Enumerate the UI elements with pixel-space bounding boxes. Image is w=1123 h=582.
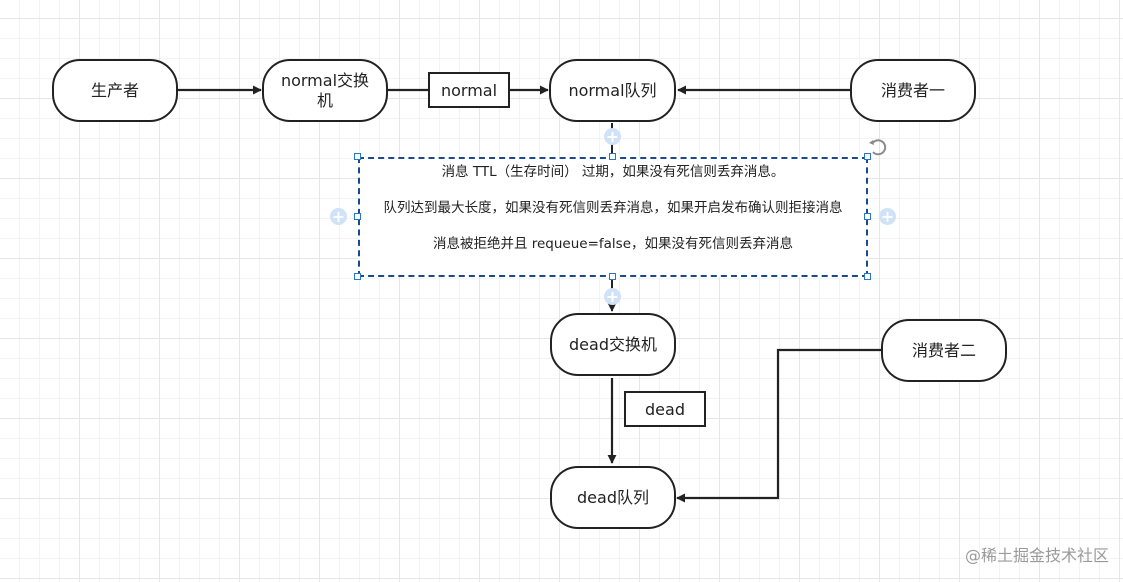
routing-key-normal[interactable]: normal — [428, 72, 510, 108]
node-consumer-one-label: 消费者一 — [880, 80, 945, 100]
node-dead-exchange-label: dead交换机 — [569, 334, 657, 354]
connect-plus-top-icon[interactable]: + — [604, 127, 621, 146]
node-normal-exchange-label: normal交换机 — [280, 70, 370, 110]
resize-handle-top-center[interactable] — [609, 153, 616, 160]
connect-plus-right-icon[interactable]: + — [879, 207, 896, 226]
note-line-max-length: 队列达到最大长度，如果没有死信则丢弃消息，如果开启发布确认则拒接消息 — [383, 200, 843, 216]
node-producer[interactable]: 生产者 — [52, 59, 178, 122]
watermark: @稀土掘金技术社区 — [964, 546, 1109, 565]
node-producer-label: 生产者 — [90, 80, 139, 100]
resize-handle-middle-left[interactable] — [354, 213, 361, 220]
resize-handle-middle-right[interactable] — [864, 213, 871, 220]
routing-key-dead[interactable]: dead — [624, 391, 706, 427]
connect-plus-bottom-icon[interactable]: + — [604, 287, 621, 306]
rotate-icon[interactable] — [868, 137, 888, 157]
note-line-rejected: 消息被拒绝并且 requeue=false，如果没有死信则丢弃消息 — [432, 236, 794, 252]
node-normal-exchange[interactable]: normal交换机 — [262, 59, 388, 122]
resize-handle-top-left[interactable] — [354, 153, 361, 160]
node-consumer-two-label: 消费者二 — [911, 340, 976, 360]
node-consumer-one[interactable]: 消费者一 — [850, 59, 976, 122]
node-consumer-two[interactable]: 消费者二 — [881, 319, 1007, 382]
resize-handle-bottom-left[interactable] — [354, 273, 361, 280]
node-dead-queue-label: dead队列 — [577, 487, 649, 507]
routing-key-normal-label: normal — [440, 80, 498, 100]
routing-key-dead-label: dead — [645, 399, 685, 419]
connect-plus-left-icon[interactable]: + — [330, 207, 347, 226]
node-dead-exchange[interactable]: dead交换机 — [550, 313, 676, 376]
node-normal-queue-label: normal队列 — [568, 80, 657, 100]
resize-handle-bottom-right[interactable] — [864, 273, 871, 280]
note-line-ttl: 消息 TTL（生存时间） 过期，如果没有死信则丢弃消息。 — [441, 164, 785, 180]
edge-consumer-two-to-dead-queue[interactable] — [676, 348, 881, 503]
node-normal-queue[interactable]: normal队列 — [549, 59, 676, 122]
resize-handle-bottom-center[interactable] — [609, 273, 616, 280]
resize-handle-top-right[interactable] — [864, 153, 871, 160]
node-dead-queue[interactable]: dead队列 — [550, 466, 676, 529]
note-dead-letter-conditions[interactable]: 消息 TTL（生存时间） 过期，如果没有死信则丢弃消息。 队列达到最大长度，如果… — [358, 157, 868, 277]
